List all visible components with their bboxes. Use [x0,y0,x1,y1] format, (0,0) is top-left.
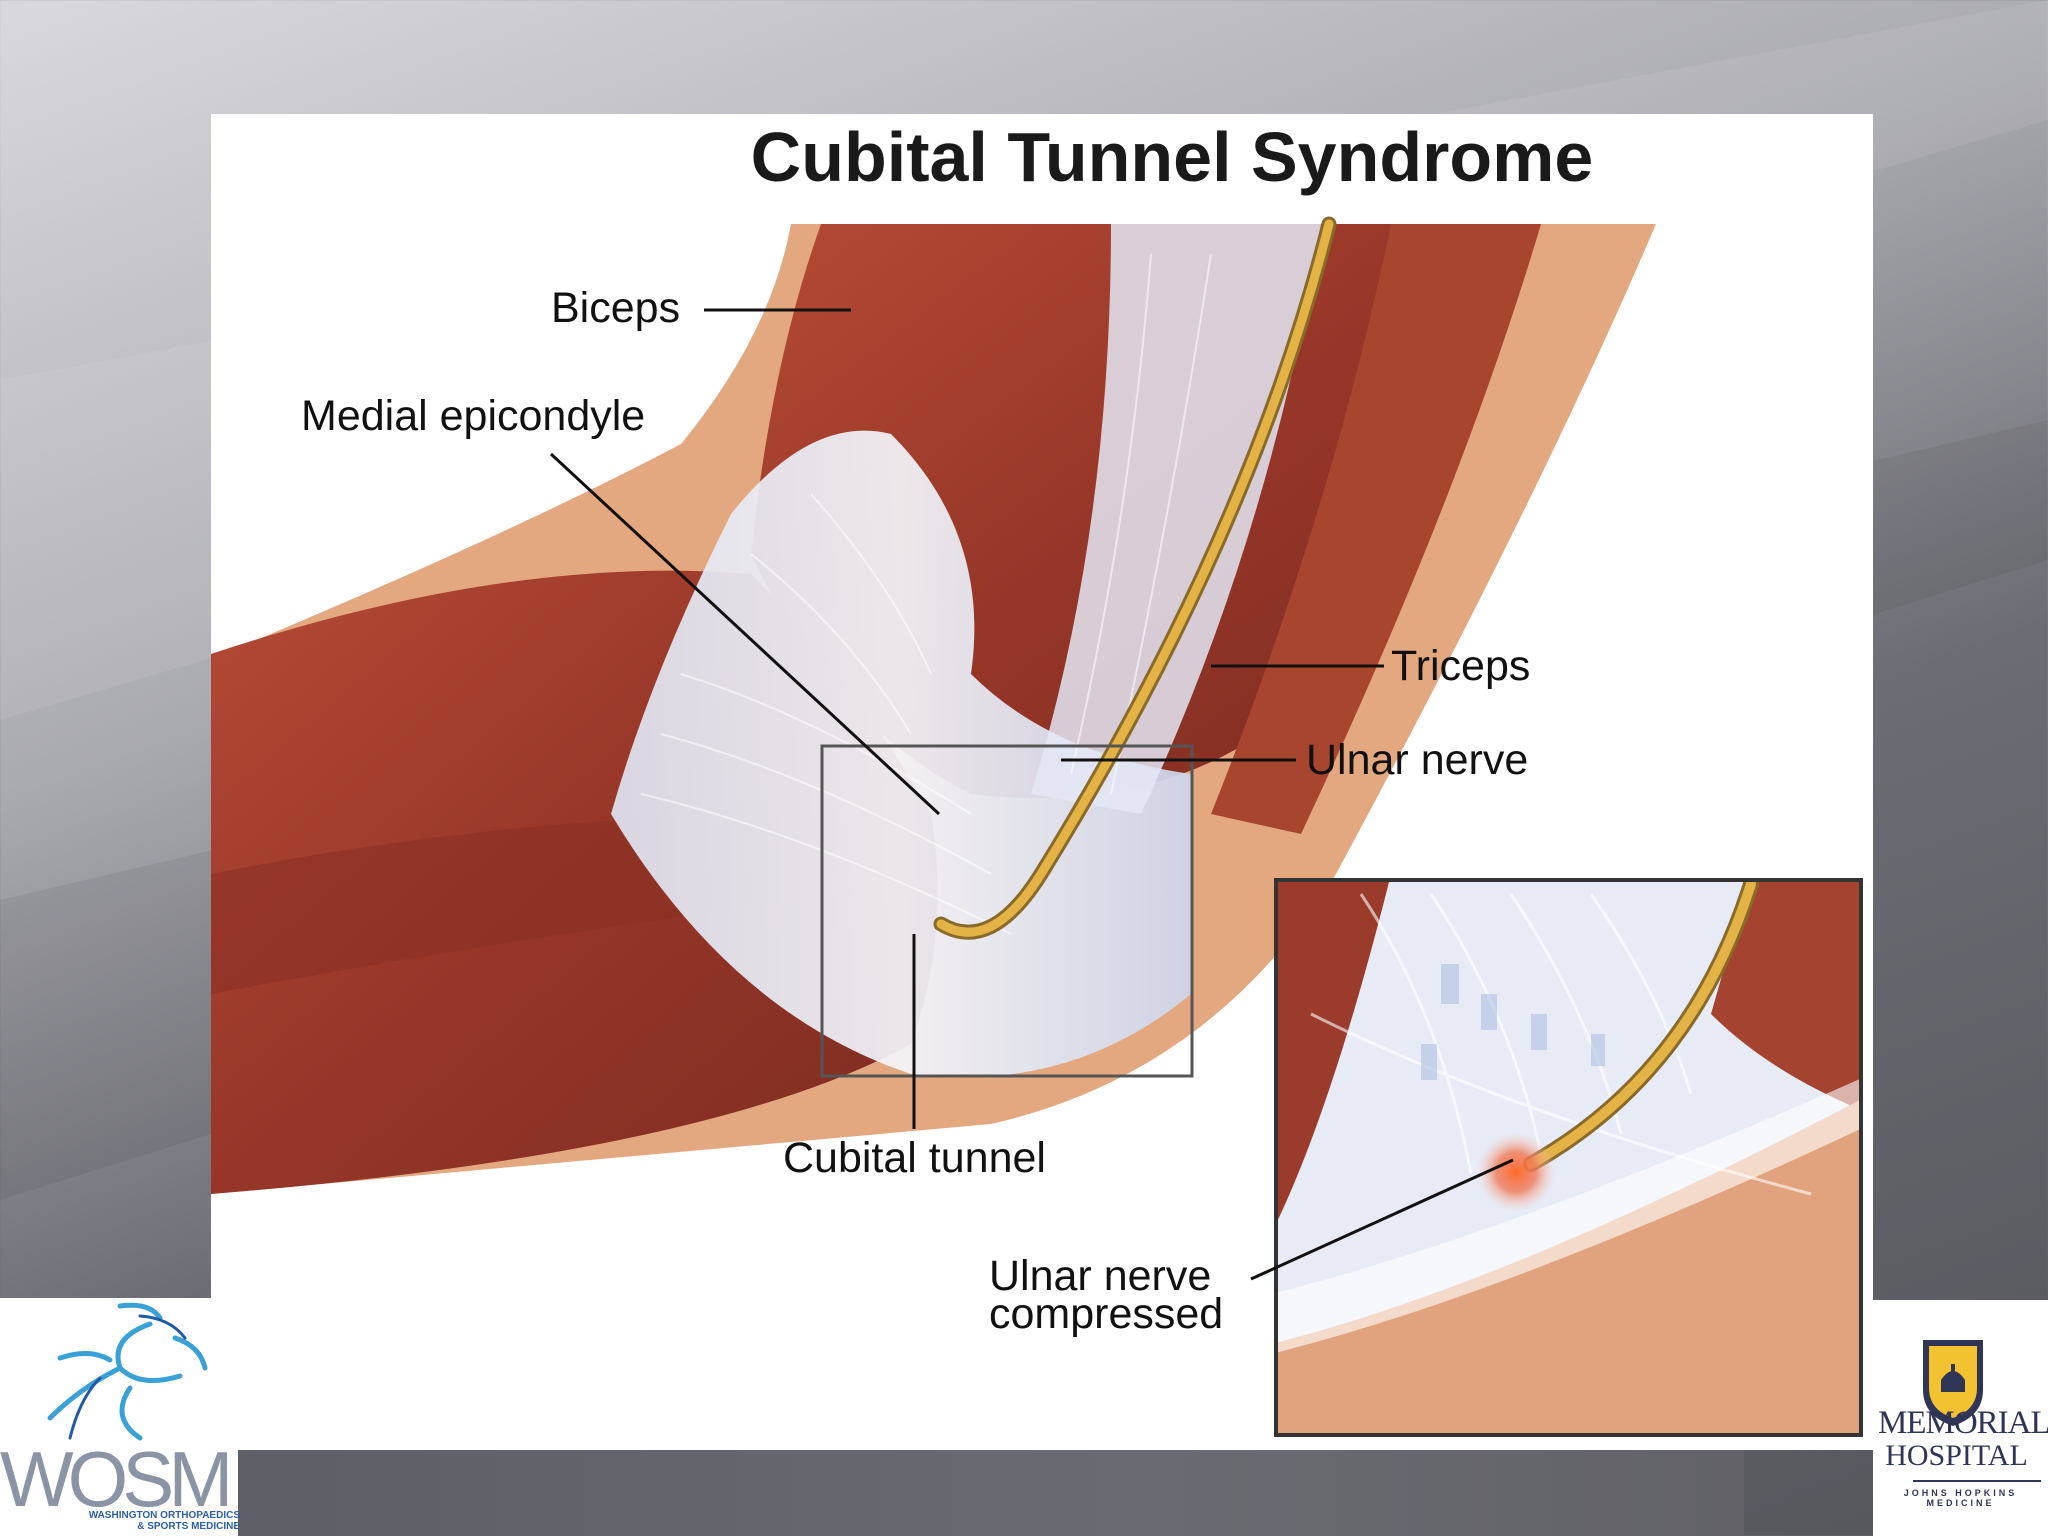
dome-shield-icon [1923,1340,1983,1426]
diagram-title: Cubital Tunnel Syndrome [750,118,1594,196]
johns-hopkins-text: JOHNS HOPKINS MEDICINE [1903,1488,2018,1508]
label-biceps: Biceps [551,284,681,332]
label-ulnar-nerve: Ulnar nerve [1306,736,1529,784]
elbow-anatomy-drawing [211,216,1863,1437]
tendon-upper [1031,224,1321,814]
label-cubital-tunnel: Cubital tunnel [783,1134,1046,1182]
leader-lines [549,308,1514,1281]
label-triceps: Triceps [1391,642,1531,690]
compressed-leader [1250,1158,1514,1281]
label-ulnar-nerve-compressed-2: compressed [989,1290,1224,1338]
ulnar-nerve-core [936,219,1334,937]
memorial-text: MEMORIAL [1878,1405,2048,1441]
inset-zoom-panel [1274,878,1863,1437]
label-medial-epicondyle: Medial epicondyle [301,392,646,440]
hospital-text: HOSPITAL [1885,1439,2028,1472]
compression-spot [1476,1132,1556,1212]
medial-epicondyle-leader [549,452,941,816]
tendon-fan [611,430,1191,1078]
triceps-muscle [1211,224,1541,834]
cubital-tunnel-illustration: Cubital Tunnel Syndrome Biceps Medial ep… [211,114,1873,1450]
memorial-hospital-logo: MEMORIAL HOSPITAL JOHNS HOPKINS MEDICINE [1873,1300,2048,1536]
wosm-subtitle-2: & SPORTS MEDICINE [137,1521,240,1532]
cubital-tunnel-highlight-box [820,744,1194,1078]
wosm-subtitle-1: WASHINGTON ORTHOPAEDICS [88,1510,240,1521]
bottom-dark-band [238,1450,1744,1536]
logo-rule [1913,1480,2041,1482]
runner-icon [47,1302,208,1441]
label-ulnar-nerve-compressed-1: Ulnar nerve [989,1252,1212,1300]
wosm-wordmark: WOSM [0,1435,233,1523]
wosm-logo: WOSM WASHINGTON ORTHOPAEDICS & SPORTS ME… [0,1298,240,1536]
